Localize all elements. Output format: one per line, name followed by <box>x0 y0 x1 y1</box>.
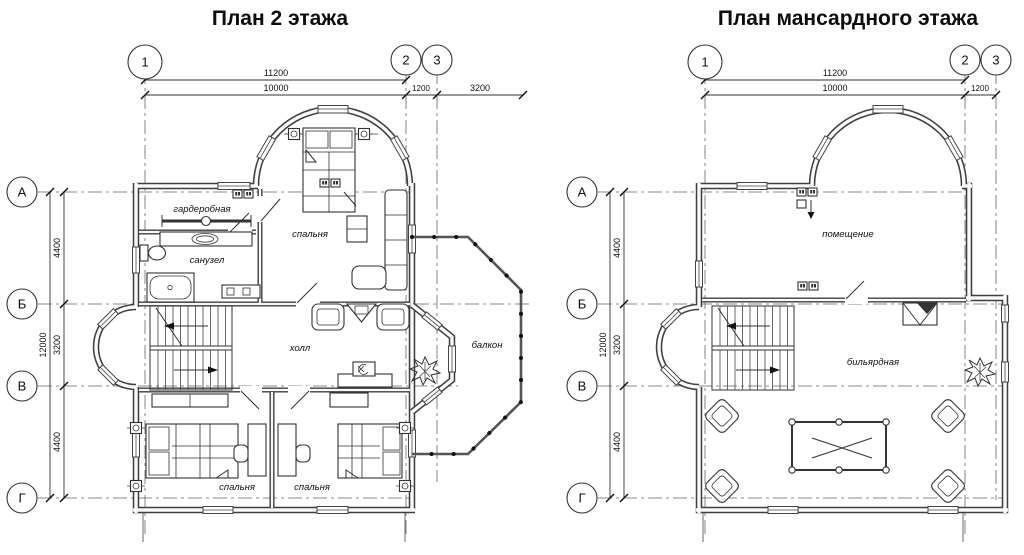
svg-text:12000: 12000 <box>598 332 608 357</box>
dimensions-top: 11200 10000 1200 <box>700 68 1001 100</box>
svg-text:1200: 1200 <box>971 84 989 93</box>
desk-chair-left <box>233 423 267 477</box>
svg-text:11200: 11200 <box>264 68 288 78</box>
bathtub-symbol <box>146 272 195 303</box>
vent-symbol <box>796 199 815 219</box>
svg-text:В: В <box>578 379 587 394</box>
washstand-symbol <box>221 284 261 299</box>
svg-text:2: 2 <box>402 53 409 68</box>
armchair-symbol <box>703 467 741 505</box>
dimensions-left: 12000 4400 3200 4400 <box>598 187 629 503</box>
svg-text:4400: 4400 <box>612 238 622 258</box>
svg-text:3200: 3200 <box>612 335 622 355</box>
tv-console-symbol <box>337 361 393 388</box>
svg-text:4400: 4400 <box>52 238 62 258</box>
svg-text:4400: 4400 <box>52 432 62 452</box>
interior-walls <box>702 280 966 304</box>
toilet-symbol <box>139 244 167 262</box>
room-label-bedroom-right: спальня <box>294 482 330 493</box>
dimensions-top: 11200 10000 1200 3200 <box>140 68 528 100</box>
svg-text:3200: 3200 <box>52 335 62 355</box>
svg-text:3200: 3200 <box>470 83 490 93</box>
svg-text:12000: 12000 <box>38 332 48 357</box>
armchair-symbol <box>703 397 741 435</box>
witness-lines <box>142 513 406 542</box>
armchair-symbol <box>929 397 967 435</box>
plan2-title: План 2 этажа <box>212 7 349 30</box>
attic-title: План мансардного этажа <box>718 7 979 30</box>
room-label-bathroom: санузел <box>190 255 225 266</box>
svg-text:1200: 1200 <box>412 84 430 93</box>
billiard-table-symbol <box>788 418 890 474</box>
windows <box>660 105 1009 514</box>
witness-lines <box>702 513 964 542</box>
axis-bubbles: 1 2 3 А Б В Г <box>566 44 1012 514</box>
svg-text:1: 1 <box>141 55 148 70</box>
svg-text:4400: 4400 <box>612 432 622 452</box>
svg-text:3: 3 <box>433 53 440 68</box>
room-label-balcony: балкон <box>472 340 504 351</box>
svg-text:Г: Г <box>18 491 25 506</box>
plan-2-floor: гардеробная спальня санузел холл балкон … <box>6 44 528 542</box>
room-label-billiard: бильярдная <box>847 357 899 368</box>
axis-bubbles: 1 2 3 А Б В Г <box>6 44 453 514</box>
dressers <box>151 392 369 408</box>
room-label-wardrobe: гардеробная <box>173 204 230 215</box>
axis-grid-lines <box>38 45 1006 538</box>
plan-attic: помещение бильярдная 11200 10000 1200 12… <box>566 44 1012 542</box>
bed-symbol-right <box>337 423 403 479</box>
stairs-symbol <box>149 305 233 391</box>
room-label-room: помещение <box>822 229 873 240</box>
svg-text:10000: 10000 <box>822 83 847 93</box>
svg-text:1: 1 <box>701 55 708 70</box>
armchair-symbol <box>929 467 967 505</box>
dimensions-left: 12000 4400 3200 4400 <box>38 187 69 503</box>
svg-text:В: В <box>18 379 27 394</box>
balcony-outline <box>410 235 523 456</box>
chimney-symbol <box>902 302 938 326</box>
door-swing <box>845 280 865 300</box>
sconce-symbol <box>126 421 146 435</box>
outlet-symbol <box>797 281 819 291</box>
plant-symbol <box>964 357 996 387</box>
room-label-bedroom-left: спальня <box>219 482 255 493</box>
svg-text:Г: Г <box>578 491 585 506</box>
room-label-master-bedroom: спальня <box>292 229 328 240</box>
sofa-symbol <box>351 189 408 291</box>
sconce-symbol <box>126 479 146 493</box>
outlet-symbol <box>232 189 254 199</box>
stairs-symbol <box>711 305 795 391</box>
svg-text:А: А <box>578 185 587 200</box>
svg-text:А: А <box>18 185 27 200</box>
wardrobe-rod-symbol <box>161 215 252 227</box>
hall-armchairs <box>311 303 410 331</box>
svg-text:10000: 10000 <box>263 83 288 93</box>
svg-text:11200: 11200 <box>823 68 847 78</box>
desk-chair-right <box>277 423 311 477</box>
svg-text:2: 2 <box>961 53 968 68</box>
svg-text:3: 3 <box>992 53 999 68</box>
table-symbol <box>346 215 368 243</box>
bed-symbol-left <box>145 423 239 479</box>
switch-lead <box>343 191 357 207</box>
bed-symbol-master <box>284 127 378 213</box>
room-label-hall: холл <box>289 343 311 354</box>
svg-text:Б: Б <box>578 297 587 312</box>
vanity-sink-symbol <box>159 231 253 247</box>
svg-text:Б: Б <box>18 297 27 312</box>
